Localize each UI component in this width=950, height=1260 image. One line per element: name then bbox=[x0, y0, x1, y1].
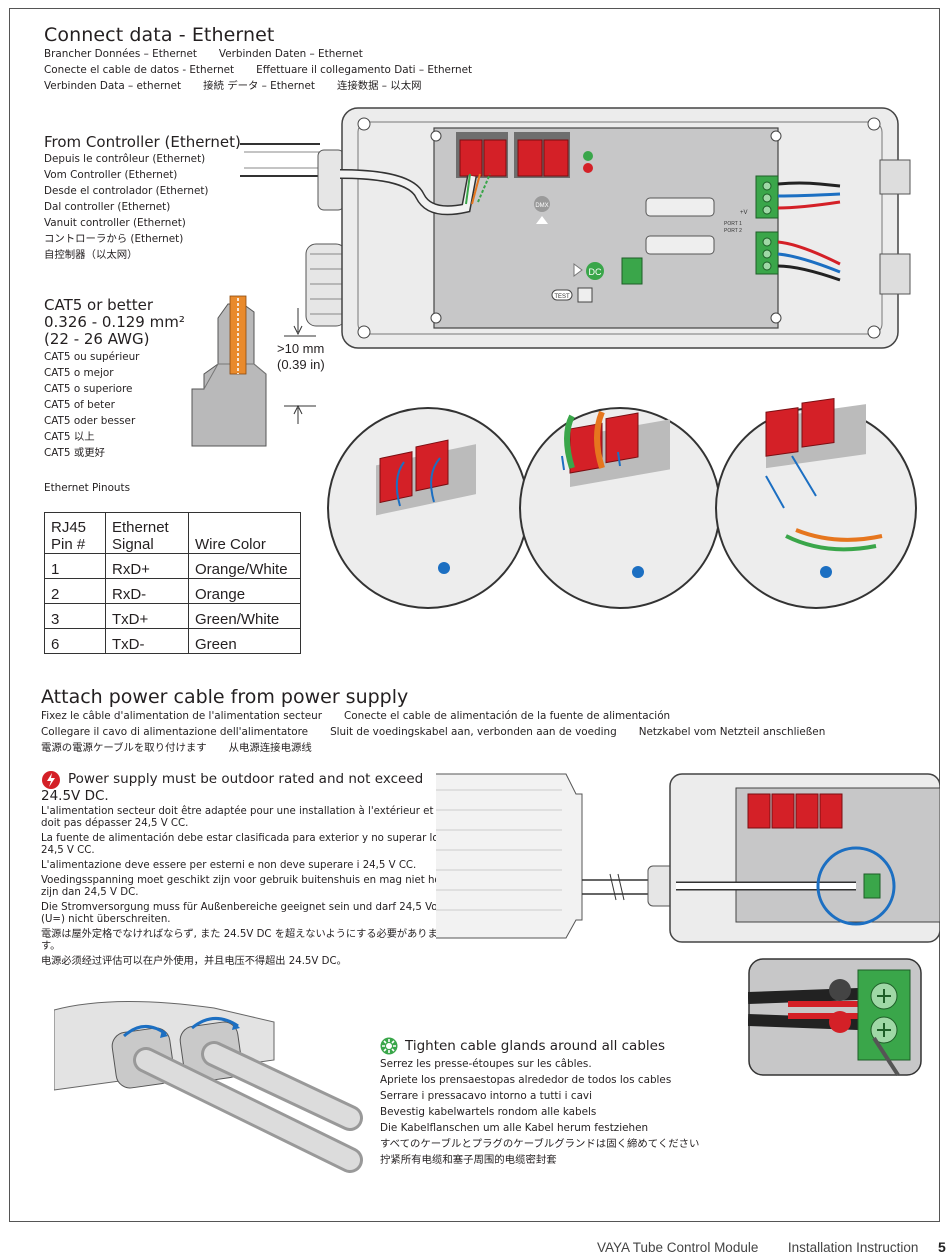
step-1-zoom bbox=[327, 407, 529, 609]
header-wire-color: Wire Color bbox=[188, 512, 301, 554]
step-3-zoom bbox=[715, 398, 917, 609]
pinouts-title: Ethernet Pinouts bbox=[44, 482, 131, 494]
terminal-zoom-inset bbox=[748, 958, 922, 1076]
tighten-translations: Serrez les presse-étoupes sur les câbles… bbox=[380, 1058, 700, 1166]
warning-title-2: 24.5V DC. bbox=[41, 788, 109, 804]
port2-label: PORT 2 bbox=[724, 228, 742, 234]
tighten-icon bbox=[380, 1037, 398, 1055]
section-title-power: Attach power cable from power supply bbox=[41, 686, 409, 708]
from-controller-title: From Controller (Ethernet) bbox=[44, 133, 241, 151]
warning-title-1: Power supply must be outdoor rated and n… bbox=[68, 771, 424, 787]
footer-product: VAYA Tube Control Module bbox=[597, 1240, 759, 1255]
data-connectors bbox=[456, 132, 570, 178]
cat5-title: CAT5 or better 0.326 - 0.129 mm² (22 - 2… bbox=[44, 296, 185, 348]
page-footer: VAYA Tube Control Module Installation In… bbox=[597, 1239, 946, 1255]
strip-length-label: >10 mm (0.39 in) bbox=[277, 341, 325, 372]
tighten-title: Tighten cable glands around all cables bbox=[405, 1038, 665, 1054]
plus-v-label: +V bbox=[740, 210, 748, 216]
page-frame bbox=[9, 8, 940, 1222]
step-2-zoom bbox=[519, 407, 721, 609]
dmx-label: DMX bbox=[535, 203, 548, 209]
warning-translations: L'alimentation secteur doit être adaptée… bbox=[41, 806, 458, 967]
power-supply-diagram bbox=[436, 773, 940, 943]
section-title-connect: Connect data - Ethernet bbox=[44, 24, 275, 46]
control-module-diagram: DMX PORT 1 PORT 2 +V DC TEST bbox=[240, 107, 911, 349]
port1-label: PORT 1 bbox=[724, 221, 742, 227]
power-translations: Fixez le câble d'alimentation de l'alime… bbox=[41, 710, 826, 754]
wire-strip-illustration bbox=[191, 295, 316, 447]
cat5-translations: CAT5 ou supérieur CAT5 o mejor CAT5 o su… bbox=[44, 351, 140, 459]
connector-steps-diagram bbox=[327, 398, 917, 609]
cable-gland-illustration bbox=[54, 1000, 363, 1173]
page-number: 5 bbox=[937, 1239, 946, 1255]
from-controller-translations: Depuis le contrôleur (Ethernet) Vom Cont… bbox=[44, 153, 209, 261]
test-label: TEST bbox=[554, 294, 570, 300]
dc-label: DC bbox=[589, 267, 602, 277]
footer-doc: Installation Instruction bbox=[787, 1240, 919, 1255]
power-warning-icon bbox=[42, 771, 60, 789]
